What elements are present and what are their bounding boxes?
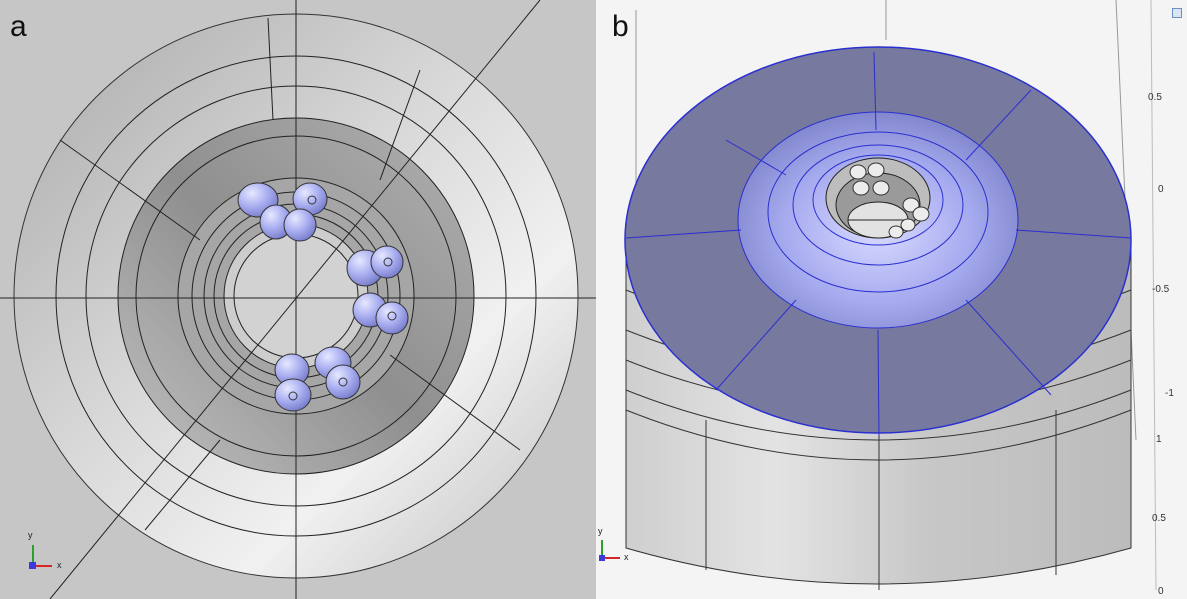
scale-tick-5: 1 <box>1156 434 1162 445</box>
electrode-cluster-bottom <box>274 346 361 412</box>
scale-tick-4: -1 <box>1165 388 1174 399</box>
scale-tick-3: -0.5 <box>1152 284 1170 295</box>
axis-triad-b <box>599 540 620 561</box>
panel-a-top-view: a y x <box>0 0 596 599</box>
scale-tick-2: 0 <box>1158 184 1164 195</box>
panel-b-3d-view: b y x 0.5 0 -0.5 -1 1 0.5 0 <box>596 0 1187 599</box>
axis-triad-a <box>29 545 52 569</box>
electrode-cluster-right <box>346 245 409 335</box>
electrode-cluster-top <box>237 182 328 242</box>
triad-x-label-a: x <box>57 560 62 570</box>
scale-tick-1: 0.5 <box>1148 92 1162 103</box>
panel-a-geometry <box>0 0 596 599</box>
panel-label-b: b <box>612 10 629 43</box>
window-restore-icon[interactable] <box>1172 8 1182 18</box>
triad-y-label-a: y <box>28 530 33 540</box>
scale-tick-7: 0 <box>1158 586 1164 597</box>
panel-label-a: a <box>10 10 27 43</box>
triad-y-label-b: y <box>598 526 603 536</box>
panel-b-geometry <box>599 0 1157 591</box>
electrodes-b <box>849 162 930 239</box>
scale-tick-6: 0.5 <box>1152 513 1166 524</box>
triad-x-label-b: x <box>624 552 629 562</box>
